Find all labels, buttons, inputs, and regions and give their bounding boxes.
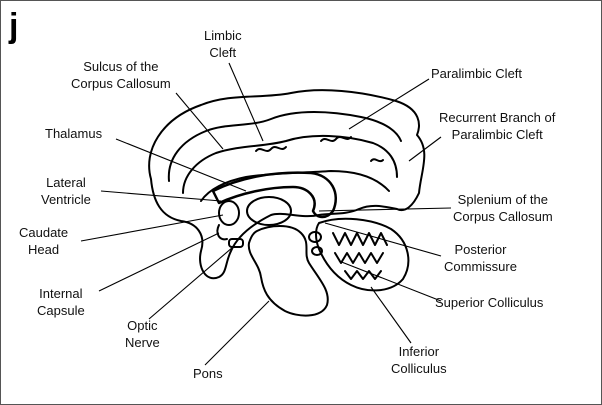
label-paralimbic-cleft: Paralimbic Cleft xyxy=(431,65,522,82)
label-limbic-cleft: Limbic Cleft xyxy=(204,27,242,61)
gyrus-contour xyxy=(169,112,401,181)
cerebellum-folia xyxy=(333,233,387,245)
label-thalamus: Thalamus xyxy=(45,125,102,142)
label-internal-capsule: Internal Capsule xyxy=(37,285,85,319)
thalamus-shape xyxy=(247,197,291,225)
label-sulcus-corpus-callosum: Sulcus of the Corpus Callosum xyxy=(71,58,171,92)
label-splenium: Splenium of the Corpus Callosum xyxy=(453,191,553,225)
internal-capsule-shape xyxy=(217,225,227,239)
label-caudate-head: Caudate Head xyxy=(19,224,68,258)
label-pons: Pons xyxy=(193,365,223,382)
caudate-shape xyxy=(219,201,239,225)
corpus-callosum xyxy=(213,173,336,217)
label-lateral-ventricle: Lateral Ventricle xyxy=(41,174,91,208)
hemisphere-outline xyxy=(149,90,424,278)
gyrus-contour xyxy=(183,136,397,193)
label-recurrent-branch: Recurrent Branch of Paralimbic Cleft xyxy=(439,109,555,143)
panel-letter: j xyxy=(9,7,18,46)
label-inferior-colliculus: Inferior Colliculus xyxy=(391,343,447,377)
label-superior-colliculus: Superior Colliculus xyxy=(435,294,543,311)
sulcus-squiggle xyxy=(256,147,286,151)
sulcus-squiggle xyxy=(371,159,383,161)
label-optic-nerve: Optic Nerve xyxy=(125,317,160,351)
cerebellum-shape xyxy=(316,219,408,291)
label-posterior-commissure: Posterior Commissure xyxy=(444,241,517,275)
colliculus-shape xyxy=(309,232,321,242)
cerebellum-folia xyxy=(335,253,383,263)
